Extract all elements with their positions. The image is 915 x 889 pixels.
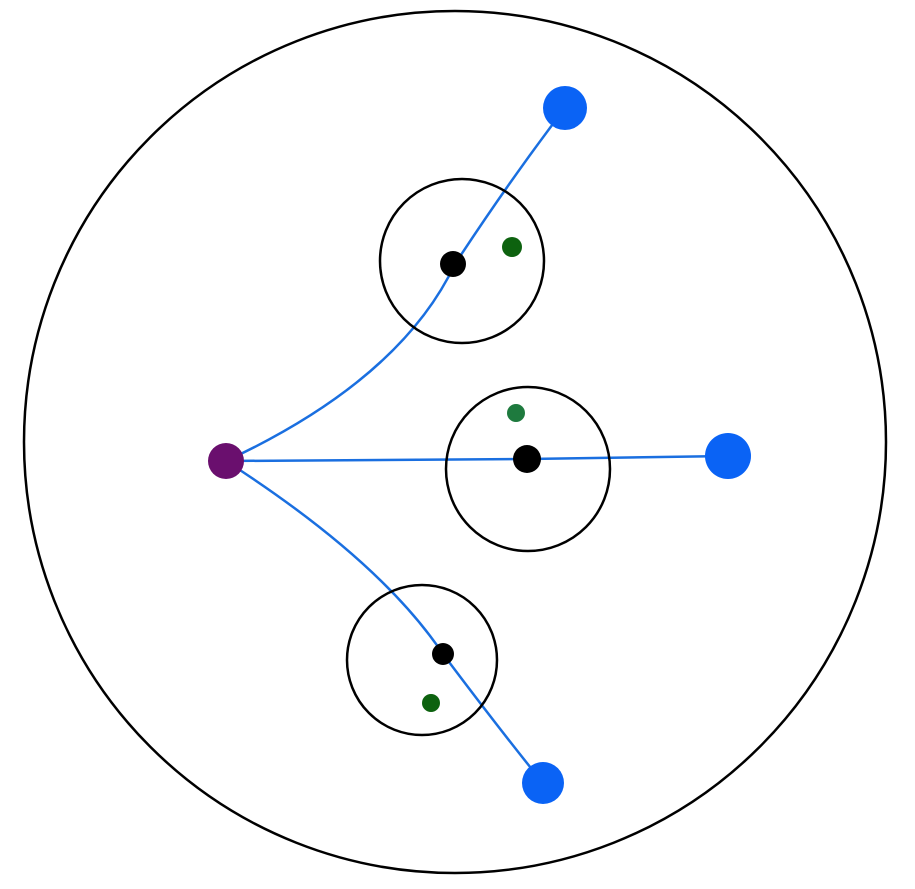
center-dot-upper [440, 251, 466, 277]
outer-boundary-circle [22, 9, 888, 875]
region-circle-upper [378, 177, 546, 345]
target-node-upper [543, 86, 587, 130]
path-upper [225, 107, 566, 463]
marker-dot-upper [502, 237, 522, 257]
source-node [208, 443, 244, 479]
center-dot-lower [432, 643, 454, 665]
path-middle [225, 454, 729, 463]
region-circle-lower [345, 583, 499, 737]
center-dot-middle [513, 445, 541, 473]
marker-dot-lower [422, 694, 440, 712]
region-circle-middle [444, 385, 612, 553]
target-node-middle [705, 433, 751, 479]
target-node-lower [522, 762, 564, 804]
path-lower [225, 459, 544, 784]
marker-dot-middle [507, 404, 525, 422]
